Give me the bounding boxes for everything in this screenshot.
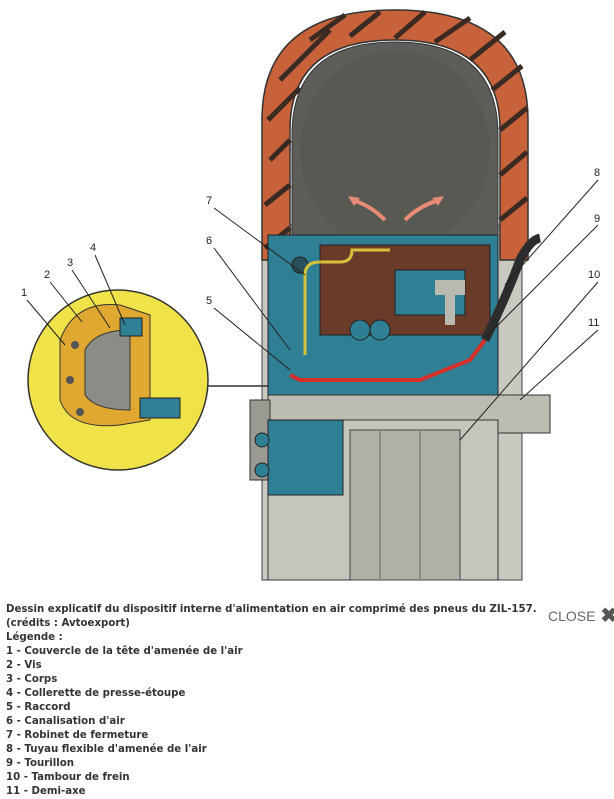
legend-item: 1 - Couvercle de la tête d'amenée de l'a… <box>6 646 243 657</box>
legend-item: 2 - Vis <box>6 660 42 671</box>
legend-item: 4 - Collerette de presse-étoupe <box>6 688 186 699</box>
legend-item: 11 - Demi-axe <box>6 786 86 797</box>
callout-11: 11 <box>588 317 599 329</box>
legend-item: 8 - Tuyau flexible d'amenée de l'air <box>6 744 207 755</box>
tire-hatching <box>263 10 529 250</box>
legend-heading: Légende : <box>6 632 63 643</box>
legend-item: 6 - Canalisation d'air <box>6 716 125 727</box>
callout-1: 1 <box>21 287 27 299</box>
caption-credit: (crédits : Avtoexport) <box>6 618 130 629</box>
callout-5: 5 <box>206 295 212 307</box>
legend-item: 10 - Tambour de frein <box>6 772 130 783</box>
close-icon[interactable]: ✖ <box>600 605 614 627</box>
callout-3: 3 <box>67 257 73 269</box>
legend-item: 7 - Robinet de fermeture <box>6 730 149 741</box>
air-line <box>303 248 390 355</box>
legend-item: 3 - Corps <box>6 674 58 685</box>
callout-10: 10 <box>588 269 600 281</box>
flexible-hose <box>480 233 542 343</box>
caption-title: Dessin explicatif du dispositif interne … <box>6 604 537 615</box>
legend-item: 5 - Raccord <box>6 702 71 713</box>
callout-8: 8 <box>594 167 600 179</box>
legend-item: 9 - Tourillon <box>6 758 75 769</box>
image-caption: Dessin explicatif du dispositif interne … <box>6 603 537 799</box>
callout-6: 6 <box>206 235 212 247</box>
callout-2: 2 <box>44 269 50 281</box>
close-button[interactable]: CLOSE ✖ <box>548 606 614 626</box>
air-channel <box>289 338 487 382</box>
callout-9: 9 <box>594 213 600 225</box>
technical-drawing: 1 2 3 4 5 6 7 8 9 10 11 <box>21 9 600 581</box>
callout-4: 4 <box>90 242 96 254</box>
close-label: CLOSE <box>548 608 596 624</box>
callout-7: 7 <box>206 195 212 207</box>
